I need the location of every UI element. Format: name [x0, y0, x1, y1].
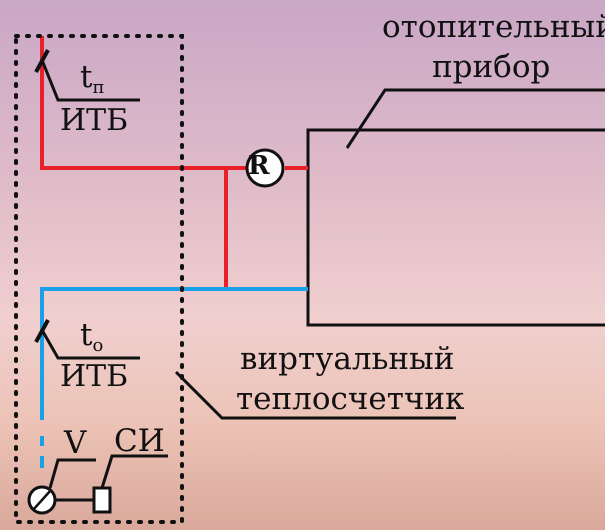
return-sensor-subscript: о [92, 335, 104, 356]
device-label-line1: отопительный [382, 9, 605, 45]
regulator-label: R [248, 151, 270, 181]
supply-sensor-t: t [80, 59, 93, 95]
supply-sensor-subscript: п [92, 77, 105, 98]
return-sensor-t: t [80, 317, 93, 353]
virtual-meter-label-line1: виртуальный [240, 341, 455, 377]
regulator-icon [245, 148, 285, 188]
virtual-meter-boundary [14, 34, 184, 524]
supply-sensor-leader [40, 59, 140, 102]
flow-meter-arrow [32, 489, 52, 511]
supply-pipe [40, 36, 246, 170]
heater-leader [345, 88, 605, 149]
return-pipe [40, 287, 308, 420]
supply-sensor-device: ИТБ [60, 103, 129, 138]
return-sensor-leader [40, 329, 140, 360]
heater-box [306, 128, 605, 327]
supply-sensor-symbol: tп [80, 62, 104, 97]
meter-unit-leader [100, 454, 168, 489]
return-sensor-device: ИТБ [60, 359, 129, 394]
virtual-meter-leader [174, 370, 456, 420]
virtual-meter-label-line2: теплосчетчик [236, 381, 465, 417]
flow-meter-leader [48, 458, 96, 489]
meter-unit-icon [92, 486, 112, 514]
meter-unit-label: СИ [114, 423, 165, 459]
return-sensor-symbol: tо [80, 320, 103, 355]
device-label-line2: прибор [432, 49, 551, 85]
flow-meter-label: V [64, 425, 87, 461]
